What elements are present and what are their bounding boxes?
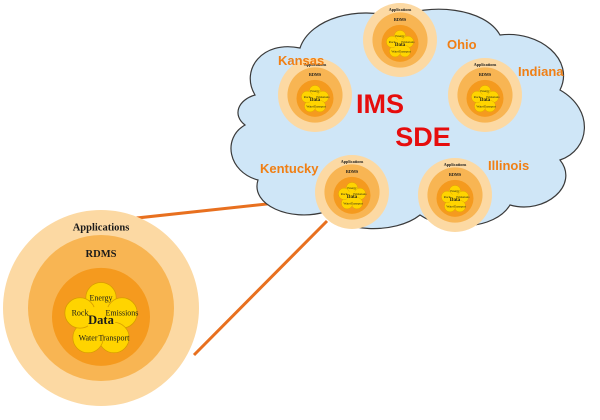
state-label-kansas: Kansas [278,53,324,68]
node-indiana-petal-label-water: Water [476,104,484,108]
node-kansas-petal-label-water: Water [306,104,314,108]
big-rdms-label: RDMS [86,249,117,260]
node-kansas-applications-label: Applications [304,62,327,67]
cloud-label-ims: IMS [356,89,404,119]
node-indiana-applications-label: Applications [474,62,497,67]
node-kansas-rdms-label: RDMS [309,72,322,77]
connector-line-bottom [192,219,329,357]
node-ohio-petal-label-transport: Transport [399,49,411,53]
node-indiana-petal-label-transport: Transport [484,104,496,108]
node-kansas-petal-label-energy: Energy [310,89,320,93]
big-petal-label-water: Water [79,333,98,342]
big-petal-label-rock: Rock [72,309,89,318]
big-petal-label-emissions: Emissions [106,309,139,318]
node-kentucky-core [346,190,358,202]
cloud-label-sde: SDE [395,122,451,152]
node-ohio-petal-label-emissions: Emissions [401,40,415,44]
node-kentucky-petal-label-energy: Energy [347,186,357,190]
node-kansas-petal-label-rock: Rock [304,95,311,99]
state-label-kentucky: Kentucky [260,161,319,176]
big-petal-label-energy: Energy [90,294,113,303]
node-kansas-data-label: Data [310,98,321,103]
node-ohio-petal-label-energy: Energy [395,34,405,38]
node-kentucky-rdms-label: RDMS [346,169,359,174]
node-ohio-applications-label: Applications [389,7,412,12]
state-nodes: ApplicationsRDMSDataEnergyEmissionsTrans… [278,3,522,232]
state-label-illinois: Illinois [488,158,529,173]
node-illinois-petal-label-water: Water [446,204,454,208]
node-indiana-data-label: Data [480,98,491,103]
node-kentucky-petal-label-water: Water [343,201,351,205]
node-ohio-rdms-label: RDMS [394,17,407,22]
node-kentucky-applications-label: Applications [341,159,364,164]
node-ohio-core [394,38,406,50]
node-indiana-core [479,93,491,105]
state-label-ohio: Ohio [447,37,477,52]
big-data-label: Data [88,313,114,327]
node-ohio-petal-label-water: Water [391,49,399,53]
node-illinois-petal-label-energy: Energy [450,189,460,193]
node-kentucky-petal-label-rock: Rock [341,192,348,196]
node-kentucky-data-label: Data [347,195,358,200]
node-kansas-core [309,93,321,105]
node-indiana-petal-label-energy: Energy [480,89,490,93]
big-applications-label: Applications [73,223,130,234]
node-kentucky-petal-label-emissions: Emissions [353,192,367,196]
big-core [86,305,116,335]
node-illinois-core [449,193,461,205]
node-indiana-rdms-label: RDMS [479,72,492,77]
state-label-indiana: Indiana [518,64,564,79]
node-ohio-petal-label-rock: Rock [389,40,396,44]
node-kansas-petal-label-transport: Transport [314,104,326,108]
node-kansas-petal-label-emissions: Emissions [316,95,330,99]
node-illinois-data-label: Data [450,198,461,203]
node-kentucky-petal-label-transport: Transport [351,201,363,205]
big-petal-label-transport: Transport [99,333,131,342]
node-illinois-rdms-label: RDMS [449,172,462,177]
node-illinois-petal-label-rock: Rock [444,195,451,199]
node-ohio-data-label: Data [395,43,406,48]
node-illinois-applications-label: Applications [444,162,467,167]
node-indiana-petal-label-emissions: Emissions [486,95,500,99]
node-illinois-petal-label-transport: Transport [454,204,466,208]
node-indiana-petal-label-rock: Rock [474,95,481,99]
node-illinois-petal-label-emissions: Emissions [456,195,470,199]
